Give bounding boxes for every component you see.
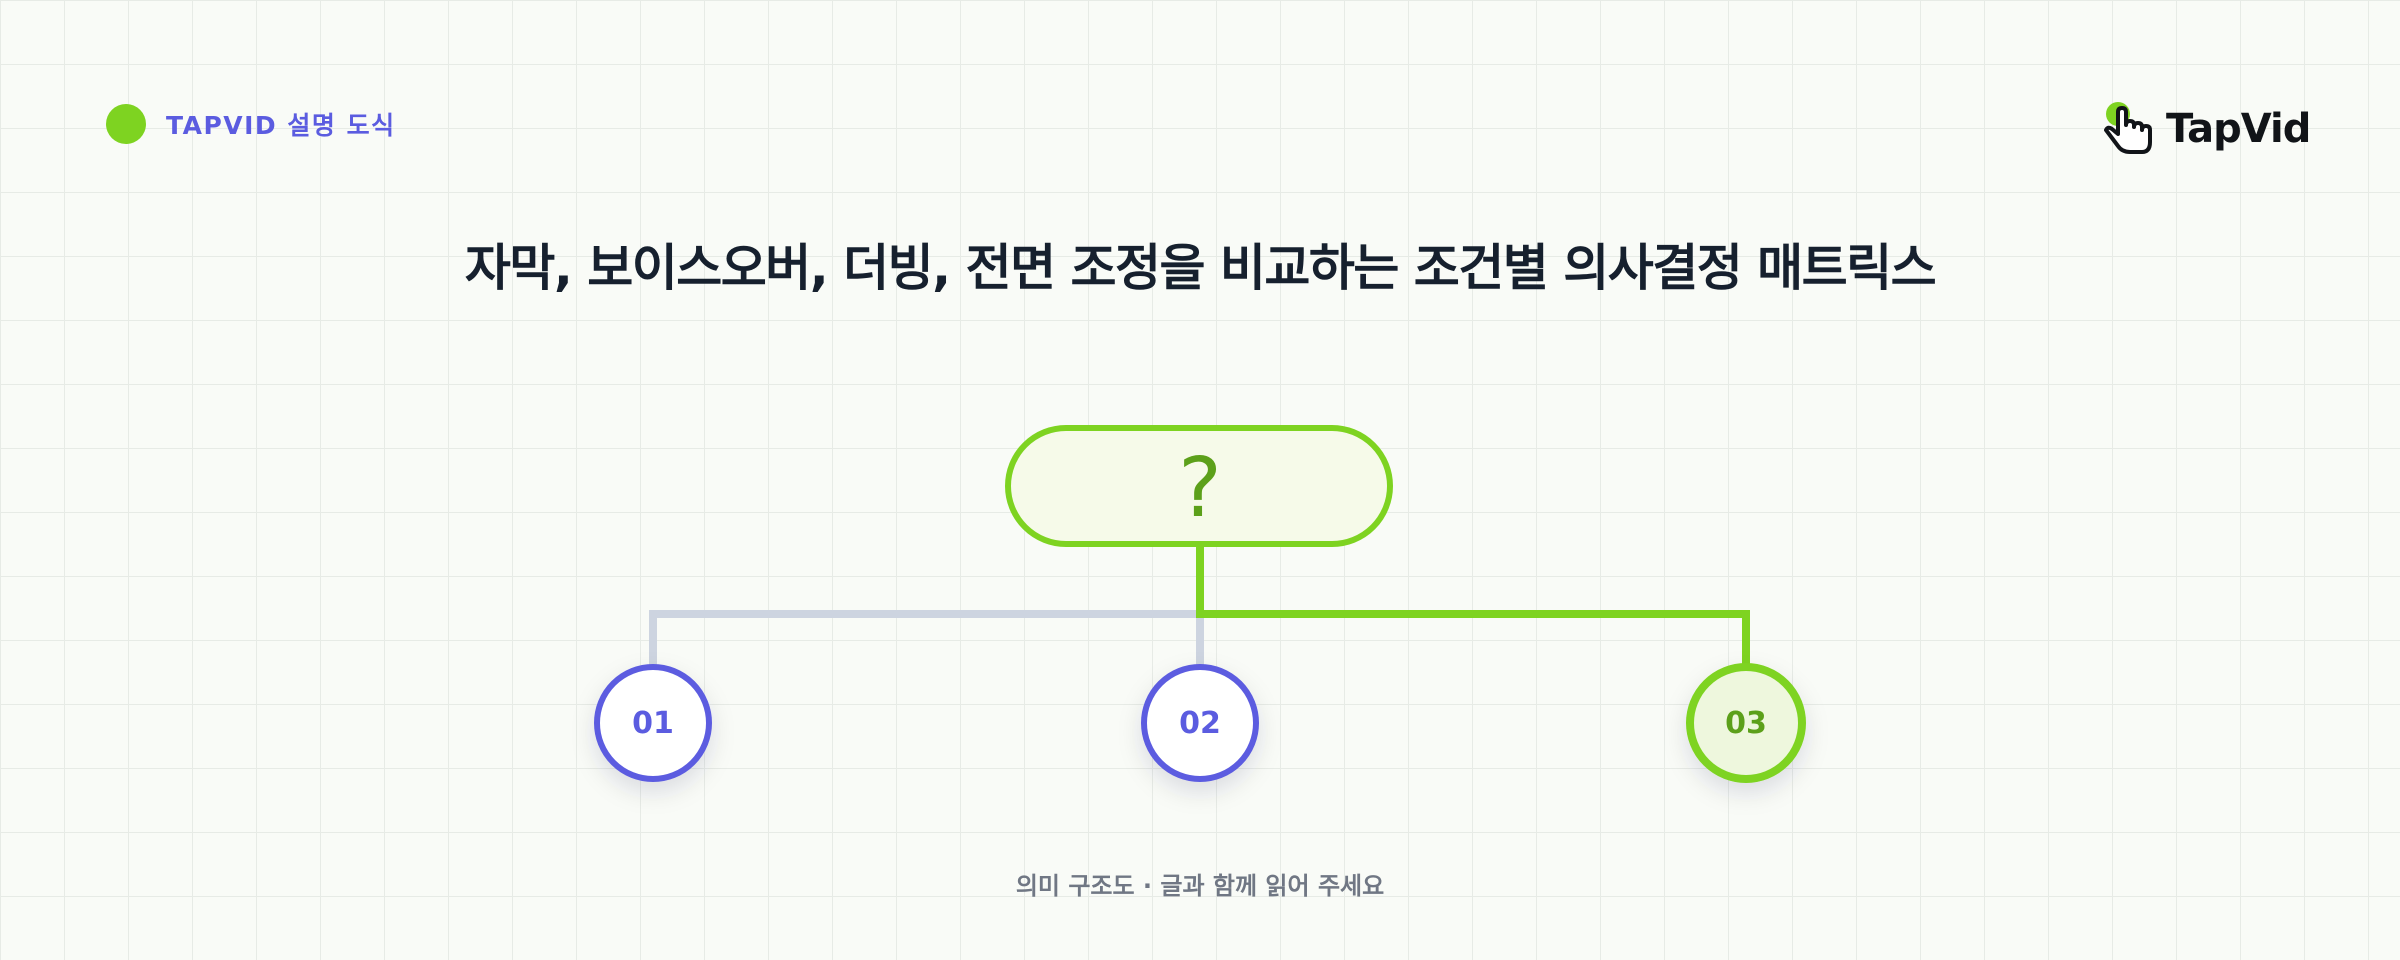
connector-line-01 (649, 544, 1204, 667)
header-badge: TAPVID 설명 도식 (106, 102, 396, 146)
root-node-label: ? (1178, 441, 1222, 536)
option-label-03: 03 (1725, 706, 1767, 741)
root-node (1005, 425, 1393, 547)
brand-logo: TapVid (2104, 100, 2311, 160)
option-node-03: 03 (1686, 663, 1806, 783)
status-dot (106, 104, 146, 144)
logo-text: TapVid (2166, 106, 2311, 152)
page-title: 자막, 보이스오버, 더빙, 전면 조정을 비교하는 조건별 의사결정 매트릭스 (464, 239, 1937, 297)
option-label-01: 01 (632, 706, 674, 741)
option-node-02: 02 (1141, 664, 1259, 782)
footer-caption: 의미 구조도 · 글과 함께 읽어 주세요 (1015, 872, 1385, 900)
option-node-01: 01 (594, 664, 712, 782)
tap-hand-icon (2104, 102, 2152, 154)
option-label-02: 02 (1179, 706, 1221, 741)
connector-line-03 (1196, 544, 1750, 667)
header-label: TAPVID 설명 도식 (166, 111, 396, 140)
